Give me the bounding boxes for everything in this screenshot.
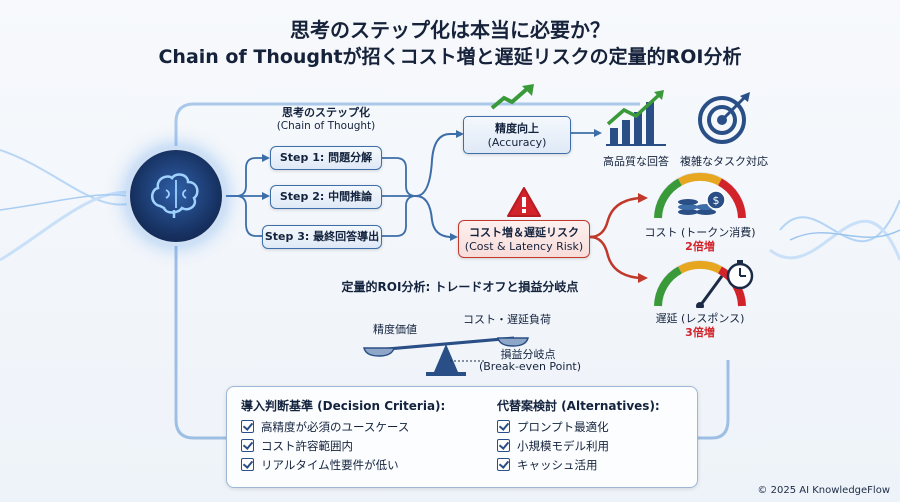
- checkbox-icon: [241, 458, 254, 471]
- step-2-box: Step 2: 中間推論: [270, 185, 382, 209]
- title-line-1: 思考のステップ化は本当に必要か？: [290, 18, 610, 42]
- criteria-item: コスト許容範囲内: [241, 437, 471, 456]
- growth-chart-icon: [604, 88, 668, 152]
- criteria-item: 高精度が必須のユースケース: [241, 418, 471, 437]
- step-1-box: Step 1: 問題分解: [270, 146, 382, 170]
- cot-heading-en: (Chain of Thought): [276, 120, 376, 132]
- pivot-label: 損益分岐点: [500, 348, 556, 361]
- risk-label-en: (Cost & Latency Risk): [464, 240, 584, 253]
- alternative-item: プロンプト最適化: [497, 418, 687, 437]
- checkbox-icon: [497, 458, 510, 471]
- latency-label: 遅延 (レスポンス): [655, 312, 745, 325]
- benefit-quality: 高品質な回答: [603, 155, 669, 168]
- alternatives-column: 代替案検討 (Alternatives): プロンプト最適化 小規模モデル利用 …: [497, 397, 687, 475]
- checkbox-icon: [497, 439, 510, 452]
- frame-top-left: [174, 102, 640, 150]
- frame-right-up: [696, 360, 730, 440]
- criteria-heading: 導入判断基準 (Decision Criteria):: [241, 399, 446, 413]
- wave-left-1: [0, 149, 141, 206]
- trend-up-icon: [490, 84, 540, 116]
- accuracy-box: 精度向上 (Accuracy): [463, 116, 571, 154]
- checkbox-icon: [241, 439, 254, 452]
- roi-right-label: コスト・遅延負荷: [463, 313, 551, 326]
- step-3-box: Step 3: 最終回答導出: [262, 225, 382, 249]
- target-icon: [694, 90, 754, 150]
- risk-label: コスト増＆遅延リスク: [469, 226, 579, 239]
- alternative-item: キャッシュ活用: [497, 456, 687, 475]
- cost-value: 2倍増: [685, 240, 715, 253]
- latency-gauge-icon: [650, 254, 760, 312]
- balance-scale-icon: [362, 336, 532, 384]
- svg-text:$: $: [713, 194, 720, 207]
- brain-icon: [130, 150, 222, 242]
- copyright: © 2025 AI KnowledgeFlow: [757, 485, 890, 496]
- accuracy-label-en: (Accuracy): [487, 136, 547, 149]
- criteria-column: 導入判断基準 (Decision Criteria): 高精度が必須のユースケー…: [241, 397, 471, 475]
- pivot-pointer-icon: [450, 352, 486, 371]
- latency-value: 3倍増: [685, 326, 715, 339]
- alternatives-heading: 代替案検討 (Alternatives):: [497, 399, 660, 413]
- alternative-item: 小規模モデル利用: [497, 437, 687, 456]
- benefit-complex-tasks: 複雑なタスク対応: [680, 155, 768, 168]
- title-line-2: Chain of Thoughtが招くコスト増と遅延リスクの定量的ROI分析: [158, 46, 742, 68]
- wave-left-2: [0, 190, 141, 262]
- criteria-item: リアルタイム性要件が低い: [241, 456, 471, 475]
- wave-right-2: [769, 219, 900, 261]
- warning-icon: [506, 186, 542, 222]
- cost-label: コスト (トークン消費): [644, 226, 756, 239]
- wave-right-3: [789, 229, 900, 241]
- pivot-label-en: (Break-even Point): [478, 360, 582, 373]
- accuracy-label: 精度向上: [495, 122, 539, 135]
- risk-box: コスト増＆遅延リスク (Cost & Latency Risk): [458, 220, 590, 258]
- checkbox-icon: [241, 420, 254, 433]
- frame-left-down: [174, 242, 226, 440]
- cost-gauge-icon: $: [650, 168, 750, 226]
- roi-heading: 定量的ROI分析: トレードオフと損益分岐点: [341, 280, 579, 294]
- decision-panel: 導入判断基準 (Decision Criteria): 高精度が必須のユースケー…: [226, 386, 698, 488]
- wave-left-3: [0, 193, 136, 211]
- cot-heading: 思考のステップ化: [282, 106, 370, 119]
- checkbox-icon: [497, 420, 510, 433]
- roi-left-label: 精度価値: [373, 323, 417, 336]
